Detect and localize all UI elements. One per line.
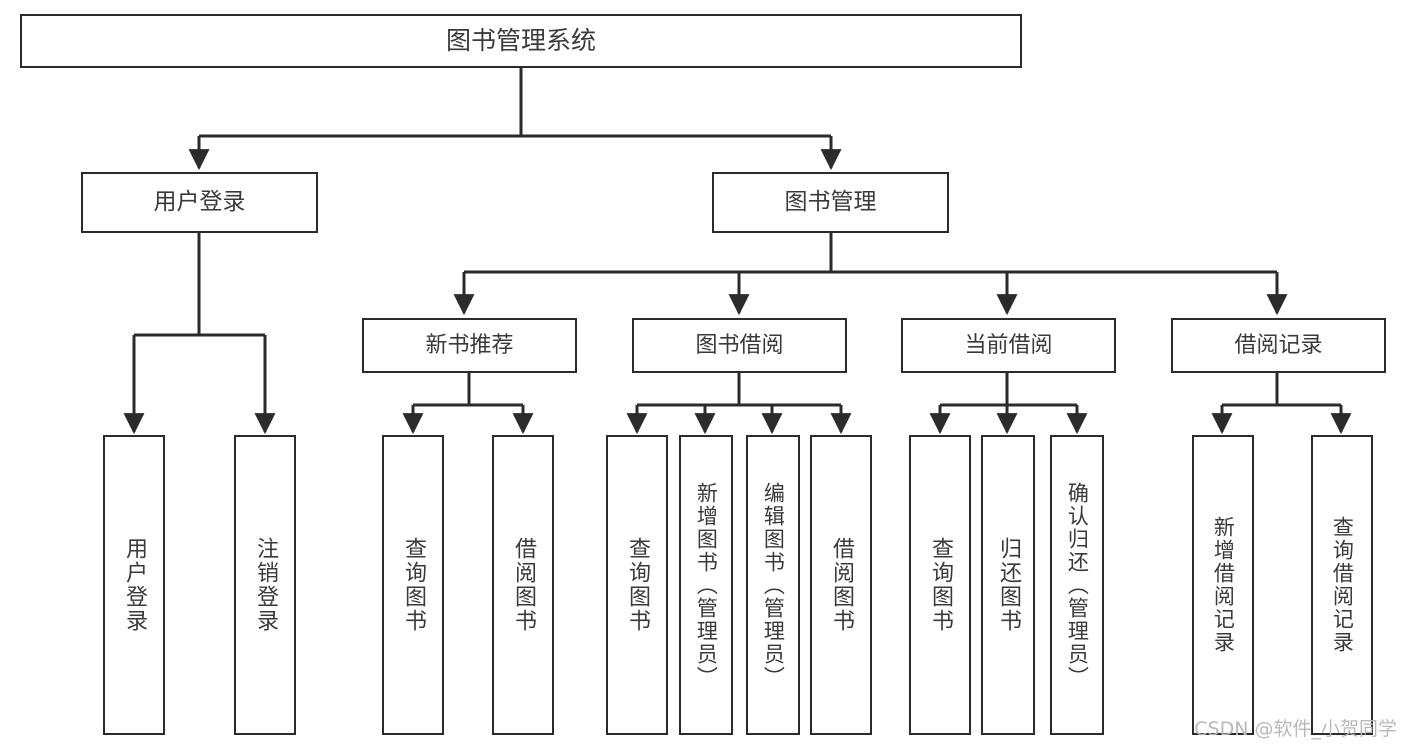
node-current-borrow-label: 当前借阅	[964, 332, 1053, 358]
leaf-edit-book[interactable]: 编辑图书（管理员）	[746, 435, 800, 735]
leaf-logout[interactable]: 注销登录	[234, 435, 296, 735]
node-borrow-record-label: 借阅记录	[1234, 332, 1323, 358]
leaf-return-book-label: 归还图书	[995, 537, 1021, 633]
leaf-add-book[interactable]: 新增图书（管理员）	[679, 435, 733, 735]
leaf-return-book[interactable]: 归还图书	[981, 435, 1035, 735]
node-borrow-record[interactable]: 借阅记录	[1171, 318, 1386, 373]
leaf-user-login-label: 用户登录	[121, 537, 147, 633]
leaf-borrow-book-1[interactable]: 借阅图书	[492, 435, 554, 735]
leaf-logout-label: 注销登录	[252, 537, 278, 633]
leaf-borrow-book-1-label: 借阅图书	[510, 537, 536, 633]
node-root[interactable]: 图书管理系统	[20, 14, 1022, 68]
leaf-add-record-label: 新增借阅记录	[1211, 516, 1236, 654]
leaf-query-book-1[interactable]: 查询图书	[382, 435, 444, 735]
leaf-query-book-3[interactable]: 查询图书	[909, 435, 971, 735]
leaf-borrow-book-2-label: 借阅图书	[828, 537, 854, 633]
node-new-book-recommend-label: 新书推荐	[425, 332, 514, 358]
leaf-query-record-label: 查询借阅记录	[1330, 516, 1355, 654]
node-root-label: 图书管理系统	[445, 26, 596, 56]
leaf-user-login[interactable]: 用户登录	[103, 435, 165, 735]
node-user-login-label: 用户登录	[153, 188, 246, 215]
node-book-borrow-label: 图书借阅	[695, 332, 784, 358]
leaf-query-book-3-label: 查询图书	[927, 537, 953, 633]
leaf-query-book-1-label: 查询图书	[400, 537, 426, 633]
leaf-add-book-label: 新增图书（管理员）	[694, 481, 719, 689]
leaf-confirm-return-label: 确认归还（管理员）	[1065, 481, 1090, 689]
csdn-watermark: CSDN @软件_小贺同学	[1194, 718, 1397, 740]
node-book-management-label: 图书管理	[784, 188, 877, 215]
leaf-borrow-book-2[interactable]: 借阅图书	[810, 435, 872, 735]
leaf-edit-book-label: 编辑图书（管理员）	[761, 481, 786, 689]
node-book-borrow[interactable]: 图书借阅	[632, 318, 847, 373]
node-new-book-recommend[interactable]: 新书推荐	[362, 318, 577, 373]
node-current-borrow[interactable]: 当前借阅	[901, 318, 1116, 373]
leaf-confirm-return[interactable]: 确认归还（管理员）	[1050, 435, 1104, 735]
leaf-query-book-2-label: 查询图书	[624, 537, 650, 633]
leaf-query-book-2[interactable]: 查询图书	[606, 435, 668, 735]
node-user-login[interactable]: 用户登录	[81, 172, 318, 233]
node-book-management[interactable]: 图书管理	[712, 172, 949, 233]
leaf-query-record[interactable]: 查询借阅记录	[1311, 435, 1373, 735]
leaf-add-record[interactable]: 新增借阅记录	[1192, 435, 1254, 735]
